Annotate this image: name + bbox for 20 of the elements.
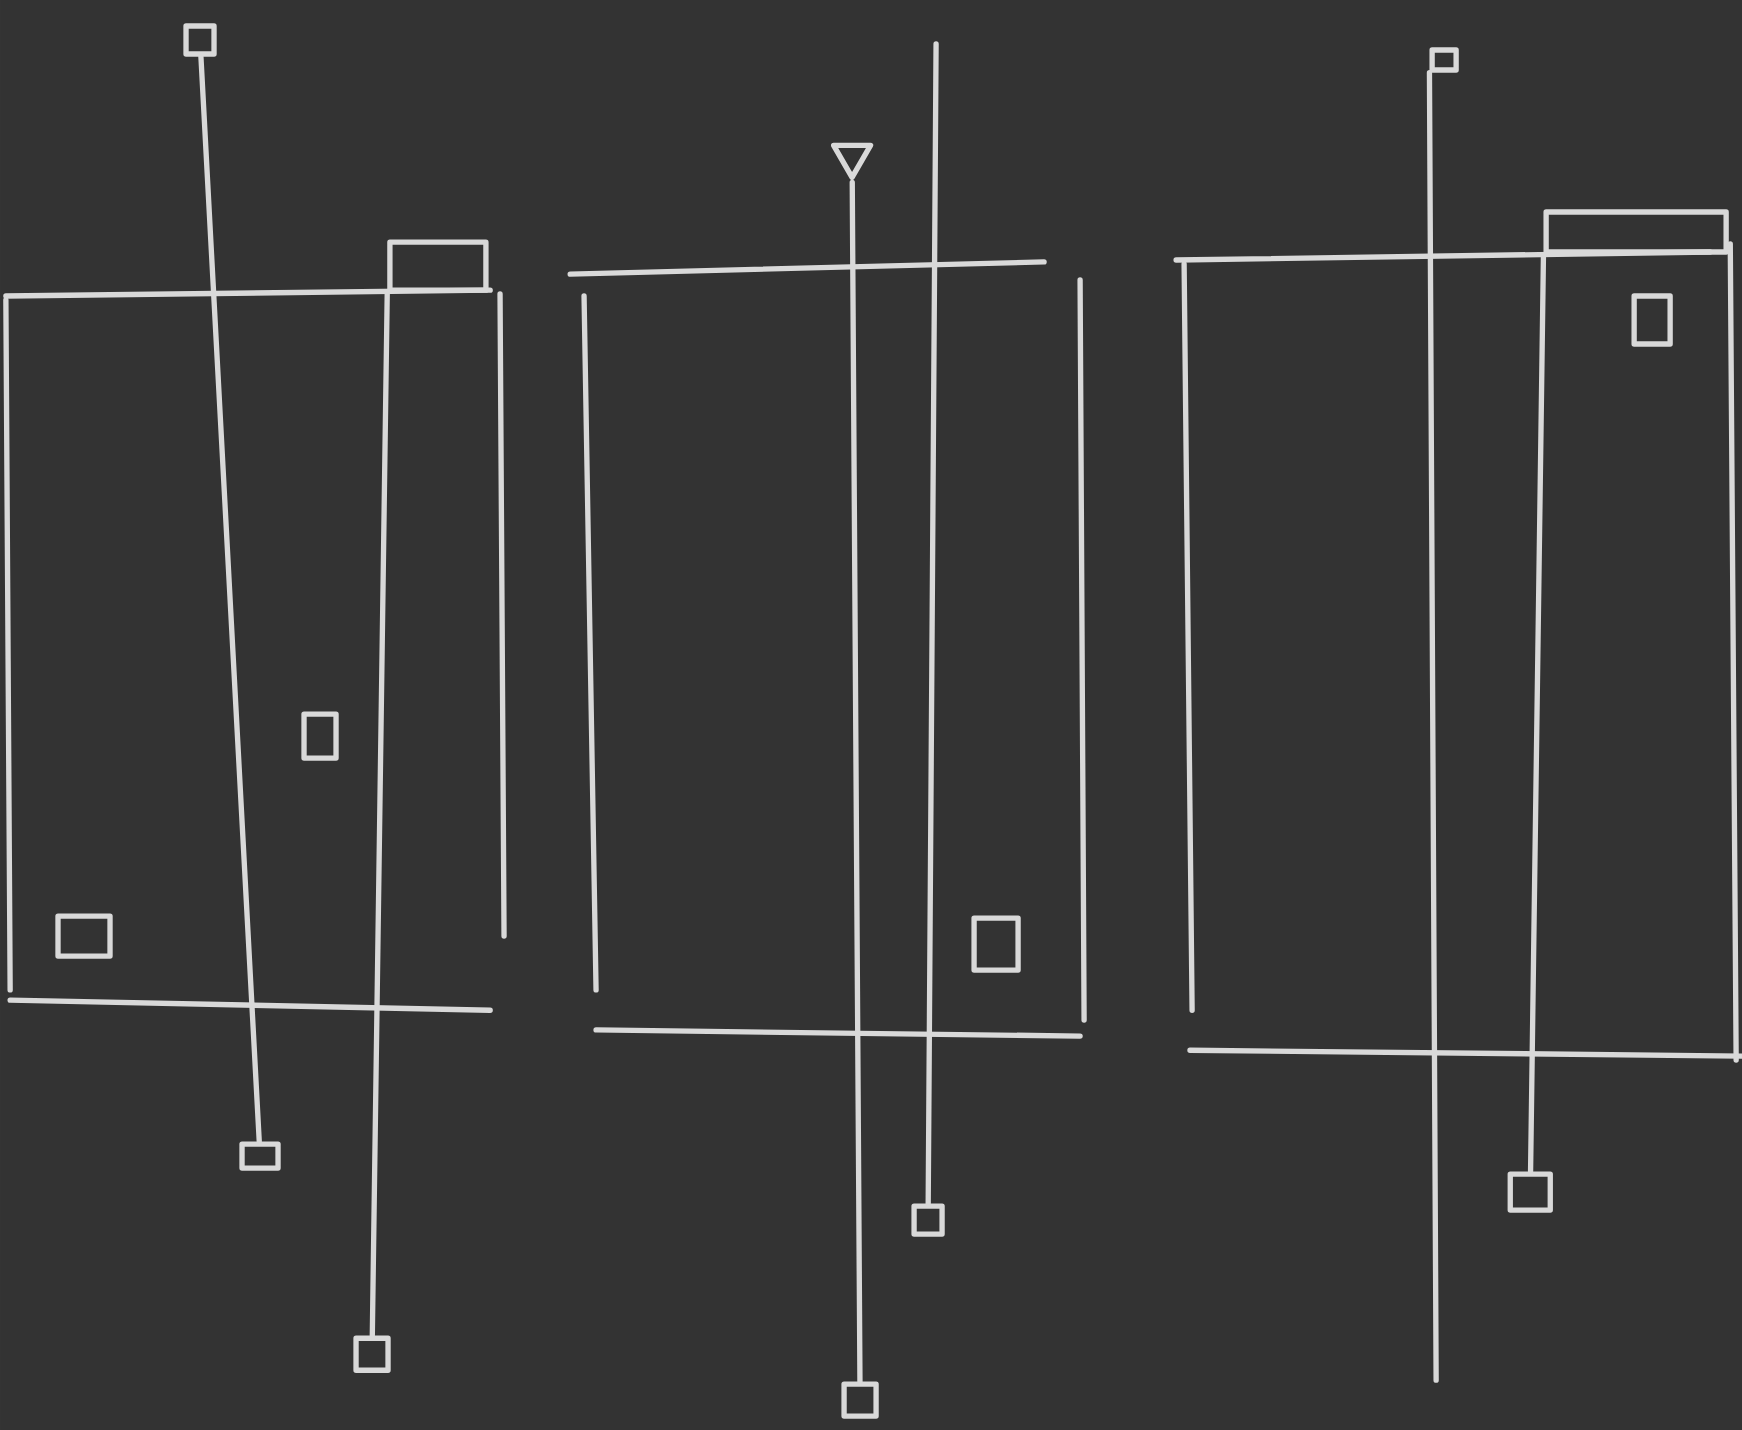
line	[198, 54, 262, 1145]
square-marker	[1507, 1171, 1553, 1213]
square-marker	[1631, 293, 1673, 347]
square-marker	[911, 1203, 945, 1237]
square-marker	[1429, 47, 1459, 73]
line	[1426, 70, 1439, 1383]
line	[925, 41, 939, 1207]
tab-box	[387, 239, 489, 293]
line	[369, 290, 390, 1339]
square-marker	[239, 1141, 281, 1171]
triangle-marker	[830, 142, 874, 180]
square-marker	[55, 913, 113, 959]
square-marker	[971, 915, 1021, 973]
line	[1527, 252, 1547, 1175]
square-marker	[841, 1381, 879, 1419]
tab-box	[1543, 209, 1729, 255]
square-marker	[301, 711, 339, 761]
line	[849, 179, 863, 1385]
square-marker	[183, 23, 217, 57]
square-marker	[353, 1335, 391, 1373]
